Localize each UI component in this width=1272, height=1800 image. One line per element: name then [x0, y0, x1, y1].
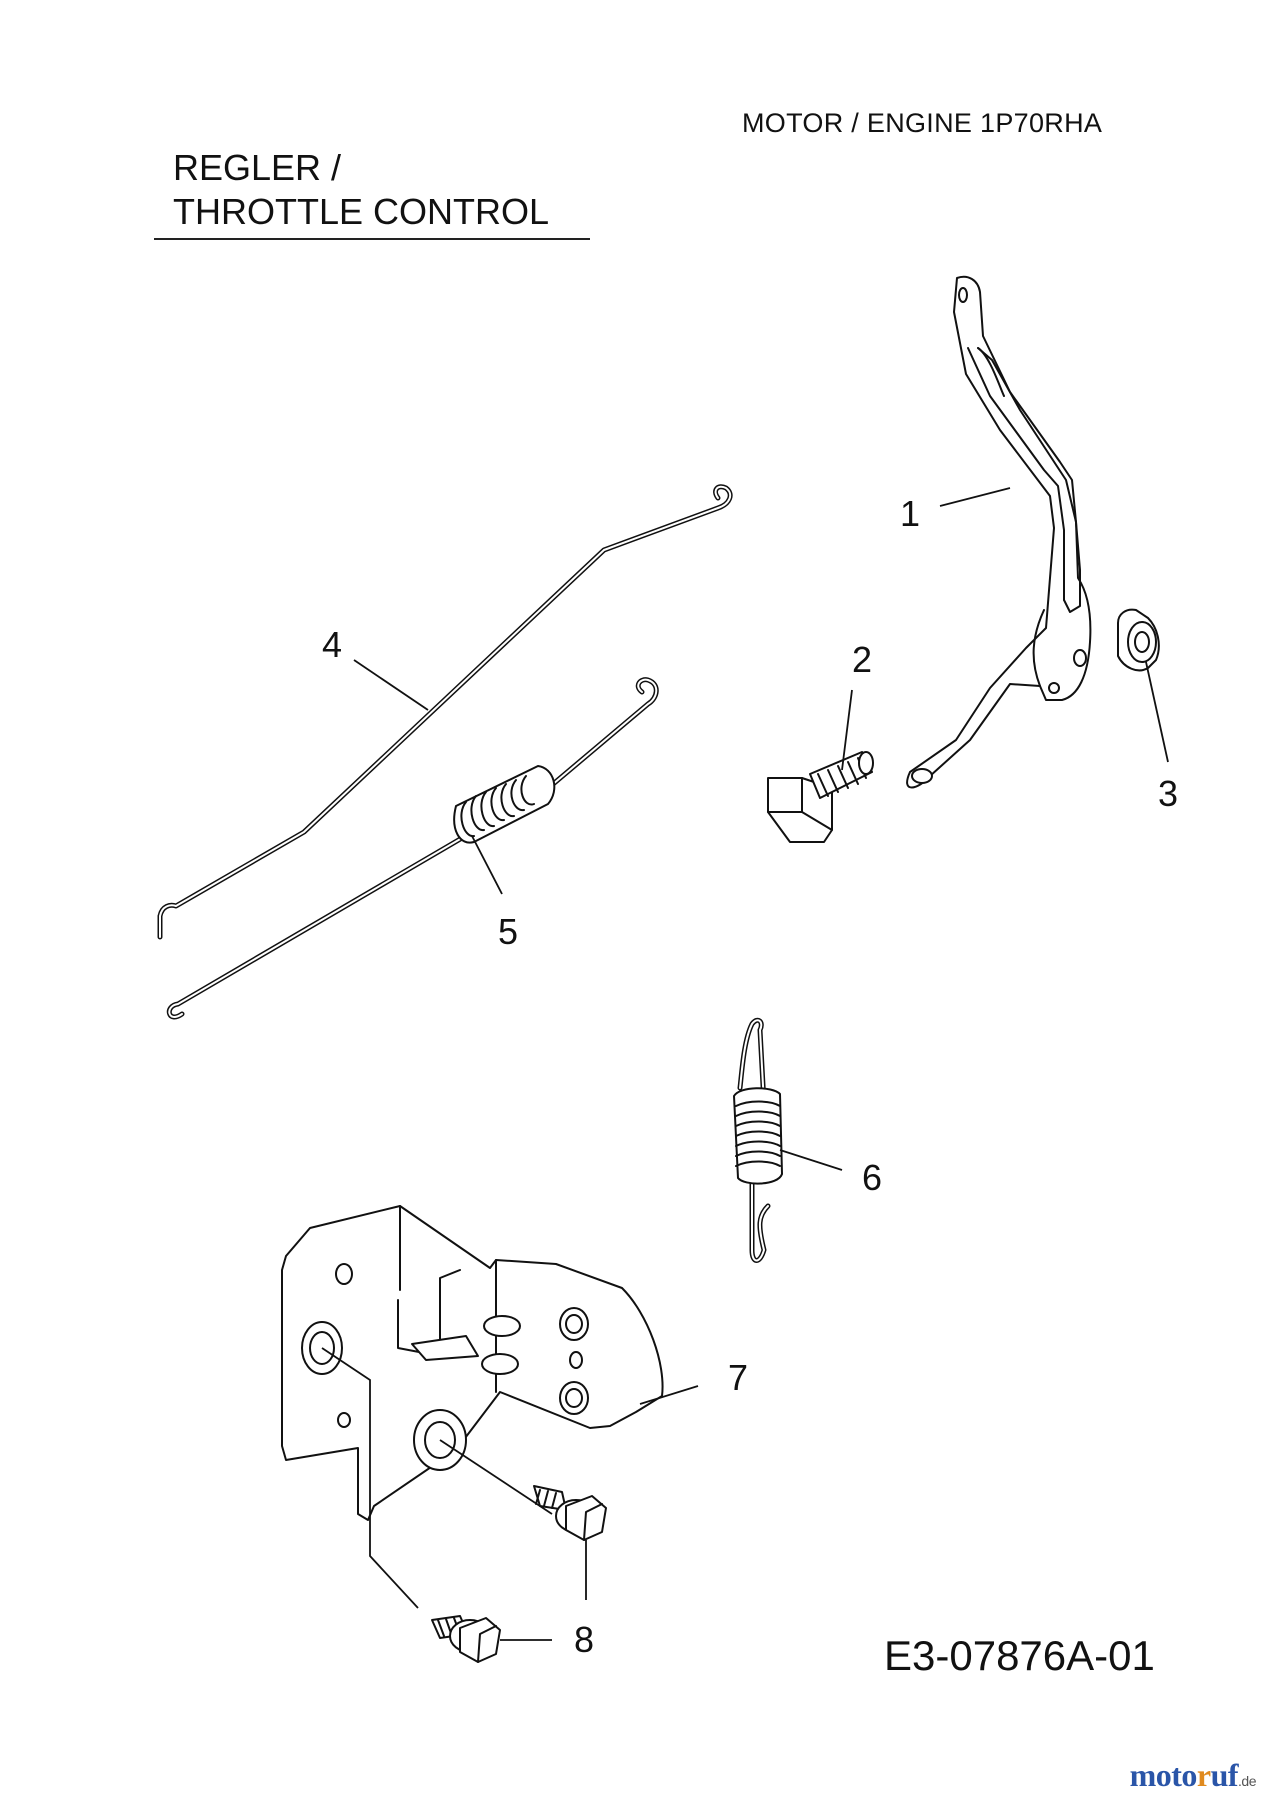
callout-7: 7 — [727, 1357, 749, 1398]
callout-leaders — [321, 487, 1169, 1641]
control-bracket — [281, 1205, 664, 1521]
spring — [733, 1017, 783, 1263]
leader-5 — [471, 835, 503, 895]
adjusting-screw — [767, 751, 874, 843]
motoruf-logo: motoruf.de — [1129, 1757, 1257, 1793]
callout-1: 1 — [899, 493, 921, 534]
flange-bolt-upper — [533, 1485, 607, 1541]
leader-8c — [321, 1347, 419, 1609]
leader-2 — [841, 689, 853, 771]
flange-bolt-lower — [431, 1615, 501, 1663]
callout-4: 4 — [321, 624, 343, 665]
title-underline — [154, 238, 590, 240]
leader-4 — [353, 659, 429, 711]
diagram-title-english: THROTTLE CONTROL — [173, 191, 550, 232]
callout-3: 3 — [1157, 773, 1179, 814]
governor-spring-rod — [166, 677, 659, 1020]
leader-8a — [439, 1439, 553, 1515]
engine-label: MOTOR / ENGINE 1P70RHA — [742, 108, 1103, 138]
diagram-title-german: REGLER / — [173, 147, 342, 188]
callout-6: 6 — [861, 1157, 883, 1198]
leader-3 — [1145, 661, 1169, 763]
leader-6 — [779, 1149, 843, 1171]
governor-rod — [157, 484, 733, 940]
governor-lever — [906, 275, 1092, 789]
leader-7 — [639, 1385, 699, 1405]
callout-8: 8 — [573, 1619, 595, 1660]
callout-2: 2 — [851, 639, 873, 680]
leader-1 — [939, 487, 1011, 507]
flange-nut — [1117, 608, 1160, 672]
callout-5: 5 — [497, 911, 519, 952]
drawing-code: E3-07876A-01 — [884, 1632, 1155, 1679]
